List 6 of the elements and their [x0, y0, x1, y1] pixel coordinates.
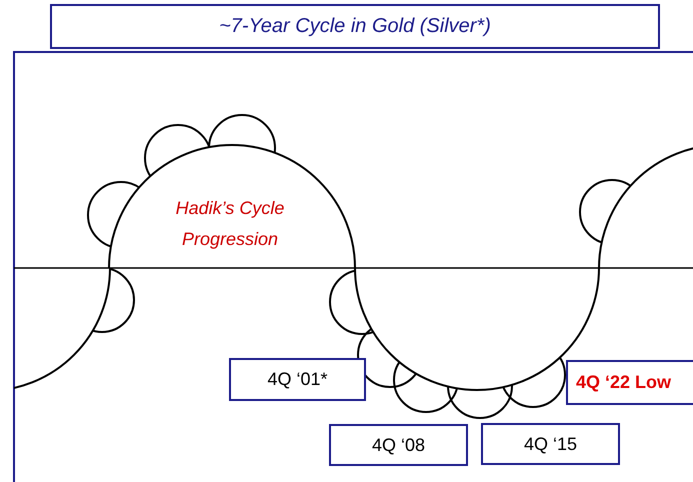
title-banner: ~7-Year Cycle in Gold (Silver*) — [50, 4, 660, 49]
date-box: 4Q ‘01* — [229, 358, 366, 401]
cycle-annotation: Hadik’s Cycle Progression — [174, 197, 286, 251]
date-box: 4Q ‘22 Low — [566, 360, 693, 405]
date-box: 4Q ‘08 — [329, 424, 468, 466]
date-box: 4Q ‘15 — [481, 423, 620, 465]
